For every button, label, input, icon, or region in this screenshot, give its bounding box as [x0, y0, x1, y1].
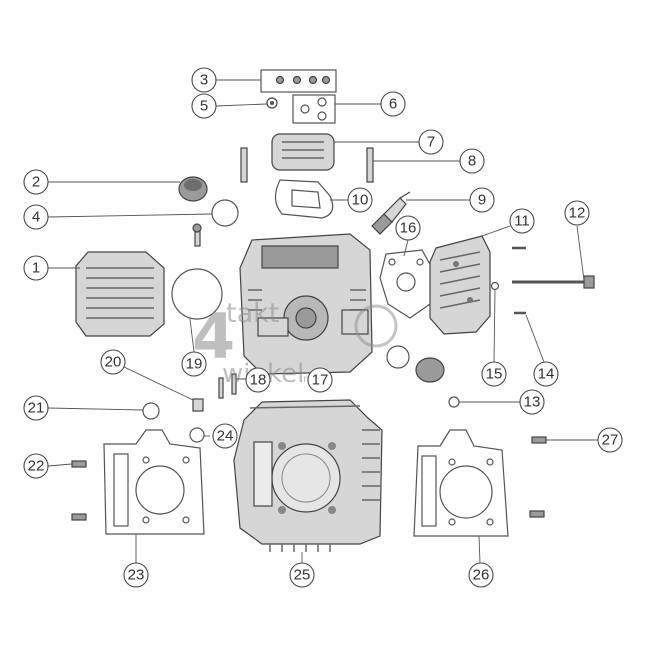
svg-text:25: 25: [294, 567, 311, 584]
callout-12: 12: [564, 200, 590, 226]
svg-text:26: 26: [473, 567, 490, 584]
svg-text:11: 11: [514, 213, 530, 230]
part-stud-bolts: [218, 373, 237, 399]
svg-text:1: 1: [32, 260, 40, 277]
svg-text:17: 17: [312, 372, 329, 389]
svg-text:10: 10: [352, 192, 369, 209]
part-right-cover: [429, 235, 491, 335]
callout-20: 20: [100, 349, 126, 375]
callout-13: 13: [519, 389, 545, 415]
svg-text:20: 20: [105, 354, 122, 371]
part-o-ring: [211, 199, 239, 227]
svg-text:5: 5: [200, 98, 208, 115]
callout-4: 4: [23, 204, 49, 230]
part-side-cover: [75, 251, 165, 337]
part-o-ring-box: [292, 94, 336, 124]
part-ring-small: [142, 402, 160, 420]
callout-17: 17: [307, 367, 333, 393]
part-pins-left: [71, 460, 87, 521]
part-large-o-ring: [171, 223, 223, 320]
callout-3: 3: [191, 67, 217, 93]
svg-text:8: 8: [468, 153, 476, 170]
callout-9: 9: [469, 187, 495, 213]
svg-text:16: 16: [400, 220, 417, 237]
part-ring-24: [189, 427, 205, 443]
part-cap-lower: [386, 345, 445, 383]
callout-1: 1: [23, 255, 49, 281]
callout-10: 10: [347, 187, 373, 213]
callout-8: 8: [459, 148, 485, 174]
svg-text:2: 2: [32, 174, 40, 191]
callout-19: 19: [181, 351, 207, 377]
part-cover-plate: [271, 133, 335, 171]
callout-18: 18: [245, 367, 271, 393]
part-small-bolts: [512, 246, 526, 315]
callout-24: 24: [212, 423, 238, 449]
part-small-plug: [448, 396, 460, 408]
part-small-washer: [490, 281, 500, 291]
svg-text:22: 22: [28, 458, 45, 475]
watermark-word-top: takt: [226, 298, 279, 329]
part-screws-box: [260, 69, 337, 93]
part-cylinder-head: [239, 233, 373, 375]
callout-11: 11: [509, 208, 535, 234]
part-cover-gasket: [274, 179, 334, 219]
svg-text:4: 4: [32, 209, 40, 226]
part-washer: [266, 97, 278, 109]
svg-text:9: 9: [478, 192, 486, 209]
part-side-gasket: [379, 249, 433, 319]
callout-5: 5: [191, 93, 217, 119]
callout-16: 16: [395, 215, 421, 241]
callout-15: 15: [481, 361, 507, 387]
part-pins-right: [529, 436, 547, 518]
svg-text:7: 7: [427, 134, 435, 151]
svg-text:3: 3: [200, 72, 208, 89]
part-long-bolt: [512, 275, 595, 289]
svg-text:12: 12: [569, 205, 586, 222]
svg-text:13: 13: [524, 394, 541, 411]
callout-7: 7: [418, 129, 444, 155]
svg-text:27: 27: [602, 432, 619, 449]
svg-text:18: 18: [250, 372, 267, 389]
callout-23: 23: [123, 562, 149, 588]
callout-25: 25: [289, 562, 315, 588]
part-spark-plug: [371, 191, 411, 235]
svg-text:21: 21: [28, 400, 45, 417]
svg-text:24: 24: [217, 428, 234, 445]
callout-14: 14: [533, 361, 559, 387]
callout-22: 22: [23, 453, 49, 479]
part-sleeve: [192, 398, 204, 412]
callout-26: 26: [468, 562, 494, 588]
svg-text:15: 15: [486, 366, 503, 383]
part-dowel-pins-upper: [240, 147, 374, 183]
svg-text:23: 23: [128, 567, 145, 584]
leader-lines: [47, 79, 598, 564]
watermark-suffix: .nl: [300, 374, 312, 385]
callout-6: 6: [380, 91, 406, 117]
svg-text:6: 6: [389, 96, 397, 113]
part-head-gasket: [413, 429, 509, 537]
callout-2: 2: [23, 169, 49, 195]
svg-text:19: 19: [186, 356, 203, 373]
part-cap: [178, 176, 208, 202]
svg-text:14: 14: [538, 366, 555, 383]
callout-21: 21: [23, 395, 49, 421]
part-cylinder-block: [233, 399, 383, 552]
part-base-gasket: [103, 429, 205, 535]
callout-27: 27: [597, 427, 623, 453]
